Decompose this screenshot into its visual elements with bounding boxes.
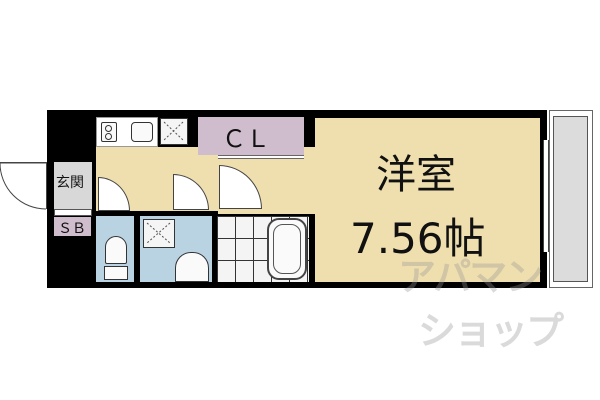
closet-door[interactable] (218, 155, 304, 159)
washbasin-icon (175, 252, 209, 282)
watermark-line2: ショップ (418, 309, 564, 353)
watermark-line1: アパマン (398, 255, 543, 299)
closet (198, 117, 304, 155)
balcony-window[interactable] (543, 140, 549, 252)
bathtub-icon (267, 218, 307, 280)
entrance (54, 162, 92, 209)
sink-icon (131, 122, 153, 142)
balcony-floor (553, 116, 588, 282)
shower-drain-icon (143, 219, 175, 248)
toilet-icon (105, 236, 127, 264)
stove-icon (101, 122, 117, 142)
entrance-label: 玄関 (56, 175, 84, 191)
closet-label: ＣＬ (222, 125, 270, 153)
shoe-box (54, 217, 91, 236)
room-name: 洋室 (376, 152, 456, 198)
entrance-door-swing[interactable] (0, 162, 47, 210)
toilet-tank-icon (104, 266, 128, 280)
shoe-box-label: ＳＢ (58, 221, 86, 237)
room-size: 7.56帖 (350, 214, 486, 263)
washer-space-icon (160, 118, 188, 145)
entry-step (54, 209, 92, 216)
western-room (315, 118, 540, 282)
